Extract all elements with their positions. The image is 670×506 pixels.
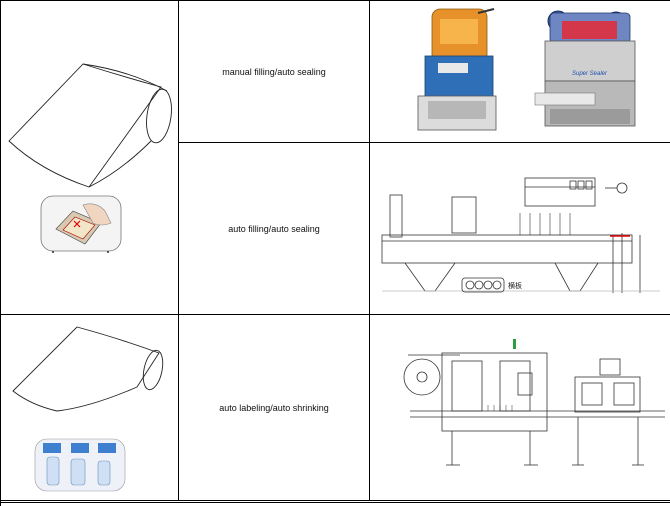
- auto-filling-machine-cell: 横板: [370, 143, 670, 315]
- film-roll-drawing: [8, 63, 172, 253]
- sealer-machines-cell: Super Sealer: [370, 1, 670, 143]
- sealer-machines-drawing: Super Sealer: [417, 8, 636, 131]
- labeling-shrinking-machine-cell: [370, 315, 670, 501]
- sealer-brand-label: Super Sealer: [572, 71, 608, 77]
- sealed-cup-icon: [40, 195, 122, 253]
- process-label-row1: manual filling/auto sealing: [179, 1, 370, 143]
- process-text: manual filling/auto sealing: [222, 66, 326, 77]
- auto-sealer-machine: Super Sealer: [534, 10, 636, 127]
- bottles-icon: [34, 438, 126, 492]
- label-plate-text: 横板: [508, 281, 522, 290]
- process-text: auto labeling/auto shrinking: [219, 402, 329, 413]
- process-text: auto filling/auto sealing: [228, 223, 320, 234]
- labeling-shrinking-machine-drawing: [403, 339, 665, 466]
- table-bottom-rule: [0, 502, 670, 503]
- process-label-row2: auto filling/auto sealing: [179, 143, 370, 315]
- film-roll-bottles-cell: [1, 315, 179, 501]
- film-roll-cup-cell: [1, 1, 179, 315]
- manual-sealer-machine: [417, 8, 497, 131]
- process-label-row3: auto labeling/auto shrinking: [179, 315, 370, 501]
- film-roll-bottles-drawing: [12, 326, 164, 492]
- auto-filling-machine-drawing: 横板: [381, 177, 660, 293]
